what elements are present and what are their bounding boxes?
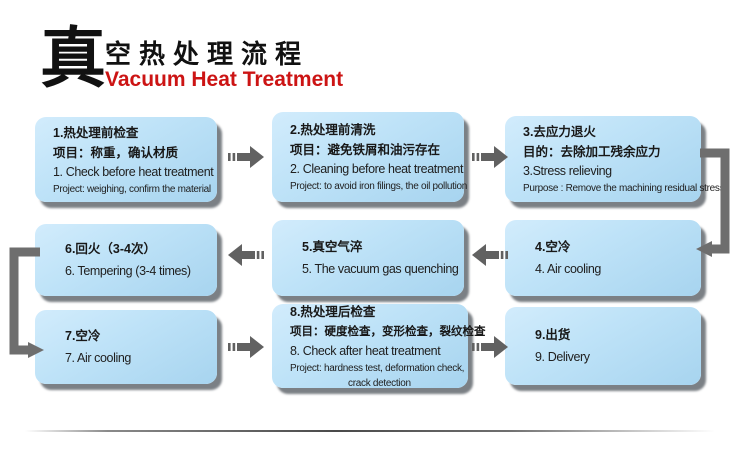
step9-en-title: 9. Delivery <box>535 350 590 364</box>
step8-en-detail-2: crack detection <box>348 377 411 389</box>
arrow-7-to-8-icon <box>228 336 264 358</box>
step3-en-detail: Purpose : Remove the machining residual … <box>523 183 725 194</box>
step1-en-title: 1. Check before heat treatment <box>53 164 214 179</box>
step-box-8-check-after: 8.热处理后检查 项目：硬度检查，变形检查，裂纹检查 8. Check afte… <box>272 304 486 389</box>
arrow-1-to-2-icon <box>228 146 264 168</box>
step5-cn-title: 5.真空气淬 <box>302 240 363 254</box>
step-box-9-delivery: 9.出货 9. Delivery <box>505 307 701 385</box>
step4-cn-title: 4.空冷 <box>535 240 571 254</box>
connector-3-to-4-icon <box>696 148 730 257</box>
page-title-english: Vacuum Heat Treatment <box>105 68 344 91</box>
step2-en-title: 2. Cleaning before heat treatment <box>290 162 464 176</box>
step1-en-detail: Project: weighing, confirm the material <box>53 183 211 195</box>
brand-character: 真 <box>40 21 106 95</box>
step2-cn-detail: 项目：避免铁屑和油污存在 <box>290 143 441 157</box>
step9-cn-title: 9.出货 <box>535 328 571 342</box>
step1-cn-detail: 项目：称重，确认材质 <box>53 145 179 160</box>
step-box-4-air-cooling: 4.空冷 4. Air cooling <box>505 220 701 296</box>
step2-en-detail: Project: to avoid iron filings, the oil … <box>290 181 468 192</box>
step8-en-title: 8. Check after heat treatment <box>290 343 441 358</box>
step5-en-title: 5. The vacuum gas quenching <box>302 262 459 276</box>
arrow-5-to-6-icon <box>228 244 264 266</box>
arrow-4-to-5-icon <box>472 244 508 266</box>
step6-cn-title: 6.回火（3-4次） <box>65 242 156 256</box>
step-box-3-stress-relieving: 3.去应力退火 目的：去除加工残余应力 3.Stress relieving P… <box>505 116 725 202</box>
step8-en-detail: Project: hardness test, deformation chec… <box>290 362 465 374</box>
step-box-7-air-cooling: 7.空冷 7. Air cooling <box>35 310 217 384</box>
connector-6-to-7-icon <box>9 247 44 358</box>
step6-en-title: 6. Tempering (3-4 times) <box>65 264 191 278</box>
step8-cn-title: 8.热处理后检查 <box>290 304 376 319</box>
bottom-divider <box>25 430 715 432</box>
step3-en-title: 3.Stress relieving <box>523 164 612 178</box>
step2-cn-title: 2.热处理前清洗 <box>290 123 376 137</box>
arrow-8-to-9-icon <box>472 336 508 358</box>
step3-cn-detail: 目的：去除加工残余应力 <box>523 145 661 159</box>
step3-cn-title: 3.去应力退火 <box>523 125 596 139</box>
step7-en-title: 7. Air cooling <box>65 351 131 365</box>
page-title-chinese: 空热处理流程 <box>105 39 310 69</box>
step-box-5-vacuum-gas-quenching: 5.真空气淬 5. The vacuum gas quenching <box>272 220 464 296</box>
step4-en-title: 4. Air cooling <box>535 262 601 276</box>
step1-cn-title: 1.热处理前检查 <box>53 125 139 140</box>
arrow-2-to-3-icon <box>472 146 508 168</box>
step-box-1-check-before: 1.热处理前检查 项目：称重，确认材质 1. Check before heat… <box>35 117 217 202</box>
step8-cn-detail: 项目：硬度检查，变形检查，裂纹检查 <box>290 325 486 338</box>
step-box-6-tempering: 6.回火（3-4次） 6. Tempering (3-4 times) <box>35 224 217 296</box>
step-box-2-cleaning: 2.热处理前清洗 项目：避免铁屑和油污存在 2. Cleaning before… <box>272 112 468 202</box>
step7-cn-title: 7.空冷 <box>65 329 101 343</box>
